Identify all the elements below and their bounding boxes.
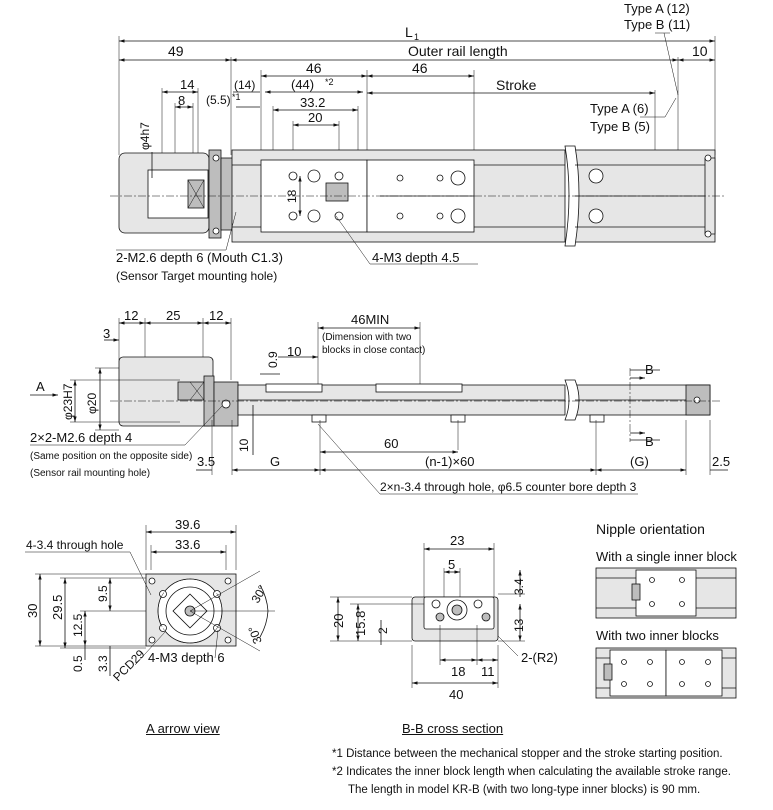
dim-5-5-note: *1 [232, 92, 241, 102]
dim-33-6: 33.6 [175, 537, 200, 552]
label-type-b-5: Type B (5) [590, 119, 650, 134]
dim-46min-note1: (Dimension with two [322, 332, 412, 343]
dim-25: 25 [166, 308, 180, 323]
callout-m26-hole: 2-M2.6 depth 6 (Mouth C1.3) [116, 250, 283, 265]
callout-m3-hole: 4-M3 depth 4.5 [372, 250, 459, 265]
dim-11: 11 [481, 664, 495, 679]
callout-m26-hole-note: (Sensor Target mounting hole) [116, 269, 277, 283]
callout-through-hole: 2×n-3.4 through hole, φ6.5 counter bore … [380, 480, 637, 494]
label-pcd29: PCD29 [110, 647, 147, 684]
dim-39-6: 39.6 [175, 517, 200, 532]
dim-23: 23 [450, 533, 464, 548]
callout-side-m26: 2×2-M2.6 depth 4 [30, 430, 132, 445]
label-type-a-12: Type A (12) [624, 1, 690, 16]
dim-0-5: 0.5 [71, 655, 85, 672]
footnote-2: *2 Indicates the inner block length when… [332, 766, 731, 778]
callout-a-through-hole: 4-3.4 through hole [26, 538, 124, 552]
side-view-labels: 12 25 12 3 46MIN (Dimension with two blo… [30, 308, 730, 494]
dim-g: G [270, 454, 280, 469]
dim-2: 2 [376, 627, 390, 634]
dim-8: 8 [178, 93, 185, 108]
nipple-single: With a single inner block [596, 549, 737, 564]
dim-phi-23h7: φ23H7 [61, 383, 75, 420]
dim-5-5: (5.5) [206, 93, 231, 107]
dim-13: 13 [512, 618, 526, 632]
dim-12b: 12 [209, 308, 223, 323]
label-l1: L [405, 24, 413, 40]
dim-g2: (G) [630, 454, 649, 469]
callout-a-m3: 4-M3 depth 6 [148, 650, 225, 665]
dim-5: 5 [448, 557, 455, 572]
dim-49: 49 [168, 43, 184, 59]
dim-18: 18 [451, 664, 465, 679]
dim-30: 30 [25, 604, 40, 618]
dim-3: 3 [103, 326, 110, 341]
dim-46b: 46 [412, 60, 428, 76]
label-type-a-6: Type A (6) [590, 101, 649, 116]
dim-46min: 46MIN [351, 312, 389, 327]
dim-15-8: 15.8 [353, 611, 368, 636]
dim-3-4: 3.4 [512, 578, 526, 595]
callout-side-m26-note2: (Sensor rail mounting hole) [30, 468, 150, 479]
dim-46a: 46 [306, 60, 322, 76]
angle-30b: 30° [245, 624, 264, 646]
label-r2: 2-(R2) [521, 650, 558, 665]
nipple-double: With two inner blocks [596, 628, 719, 643]
dim-20: 20 [308, 110, 322, 125]
dim-12a: 12 [124, 308, 138, 323]
dim-3-3: 3.3 [96, 655, 110, 672]
dim-33-2: 33.2 [300, 95, 325, 110]
section-b-top: B [645, 362, 654, 377]
dim-10: 10 [692, 43, 708, 59]
dim-14p: (14) [234, 78, 255, 92]
a-arrow-view [25, 525, 275, 676]
dim-0-9: 0.9 [266, 351, 280, 368]
footnote-1: *1 Distance between the mechanical stopp… [332, 748, 723, 760]
arrow-a-label: A [36, 379, 45, 394]
dim-20: 20 [331, 614, 346, 628]
bb-section-title: B-B cross section [402, 721, 504, 736]
dim-60: 60 [384, 436, 398, 451]
dim-stroke: Stroke [496, 77, 537, 93]
top-view-holes [288, 168, 604, 224]
bb-labels: 23 5 3.4 20 15.8 2 13 18 11 2-(R2) 40 [331, 533, 558, 702]
label-type-b-11: Type B (11) [624, 17, 690, 32]
top-view [110, 32, 725, 265]
footnote-3: The length in model KR-B (with two long-… [348, 784, 701, 796]
nipple-labels: Nipple orientation With a single inner b… [596, 521, 737, 643]
section-b-bottom: B [645, 434, 654, 449]
dim-12-5: 12.5 [71, 613, 85, 637]
bb-section [330, 543, 525, 688]
dim-3-5: 3.5 [197, 454, 215, 469]
dim-outer-rail-length: Outer rail length [408, 43, 508, 59]
dim-40: 40 [449, 687, 463, 702]
dim-46min-note2: blocks in close contact) [322, 345, 425, 356]
dim-2-5: 2.5 [712, 454, 730, 469]
dim-10: 10 [287, 344, 301, 359]
top-view-labels: Type A (12) Type B (11) L 1 49 Outer rai… [116, 1, 708, 283]
callout-side-m26-note1: (Same position on the opposite side) [30, 451, 192, 462]
dim-9-5: 9.5 [96, 585, 110, 602]
nipple-orientation [595, 567, 737, 699]
a-view-title: A arrow view [146, 721, 220, 736]
dim-phi-4h7: φ4h7 [138, 122, 152, 150]
nipple-title: Nipple orientation [596, 521, 705, 537]
dim-29-5: 29.5 [50, 595, 65, 620]
dim-phi-20: φ20 [85, 393, 99, 414]
side-view [30, 318, 728, 495]
label-l1-sub: 1 [414, 32, 419, 42]
dim-44-note: *2 [325, 77, 334, 87]
dim-44: (44) [291, 77, 314, 92]
dim-14: 14 [180, 77, 194, 92]
dim-n1-60: (n-1)×60 [425, 454, 475, 469]
dim-10v: 10 [237, 438, 251, 452]
dim-18: 18 [285, 189, 299, 203]
